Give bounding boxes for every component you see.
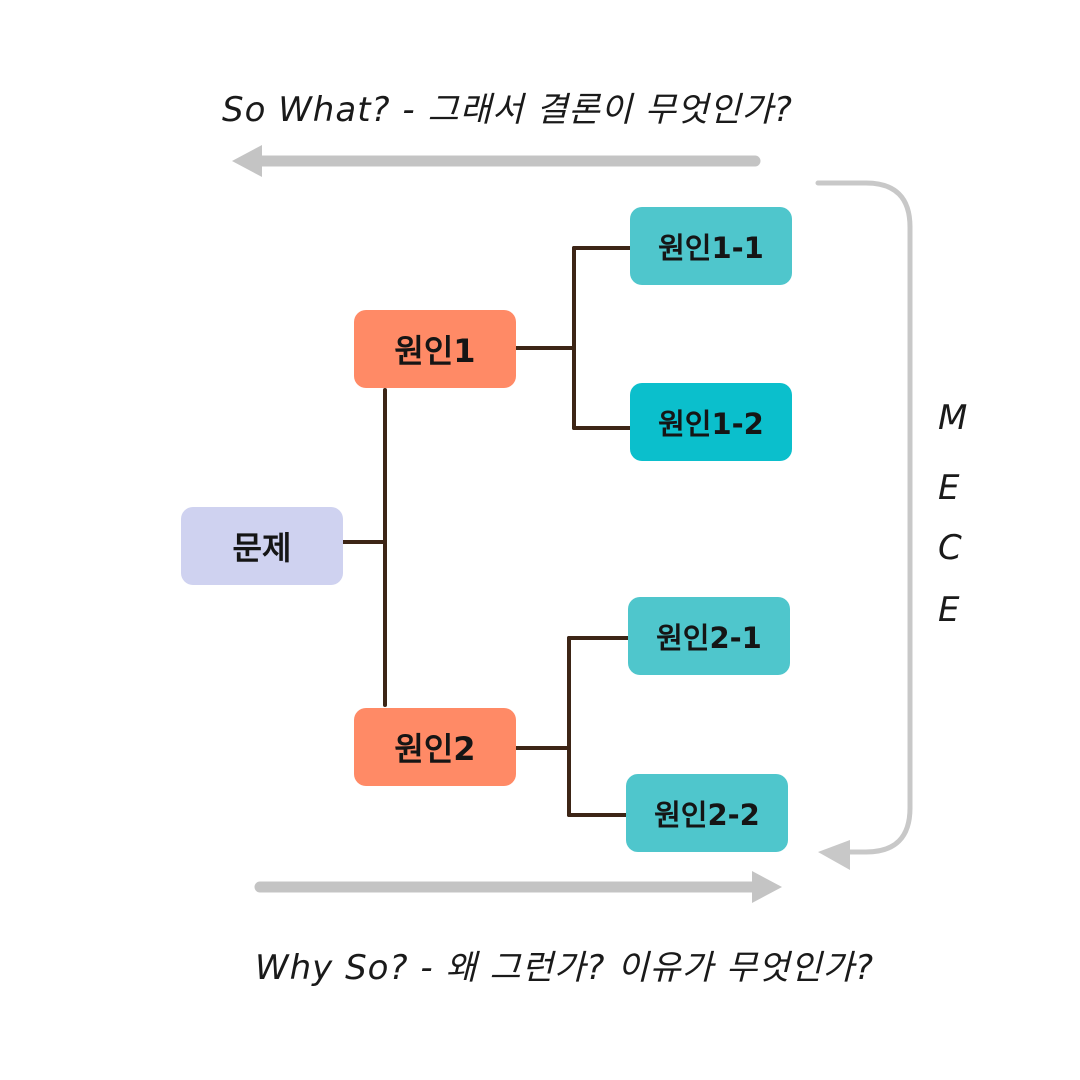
node-cause-1-1: 원인1-1 [630,207,792,285]
node-cause-2-1: 원인2-1 [628,597,790,675]
node-cause-1: 원인1 [354,310,516,388]
node-cause-1-2: 원인1-2 [630,383,792,461]
node-cause-2: 원인2 [354,708,516,786]
mece-bracket [815,180,913,870]
mece-letter-e2: E [938,590,960,630]
node-problem: 문제 [181,507,343,585]
why-so-caption: Why So? - 왜 그런가? 이유가 무엇인가? [255,948,875,988]
mece-letter-m: M [938,398,968,438]
node-cause-2-2: 원인2-2 [626,774,788,852]
tree-connectors [341,246,632,817]
mece-letter-c: C [938,528,962,568]
so-what-caption: So What? - 그래서 결론이 무엇인가? [222,90,793,130]
why-so-arrow [254,871,782,903]
mece-letter-e1: E [938,468,960,508]
so-what-arrow [232,145,761,177]
